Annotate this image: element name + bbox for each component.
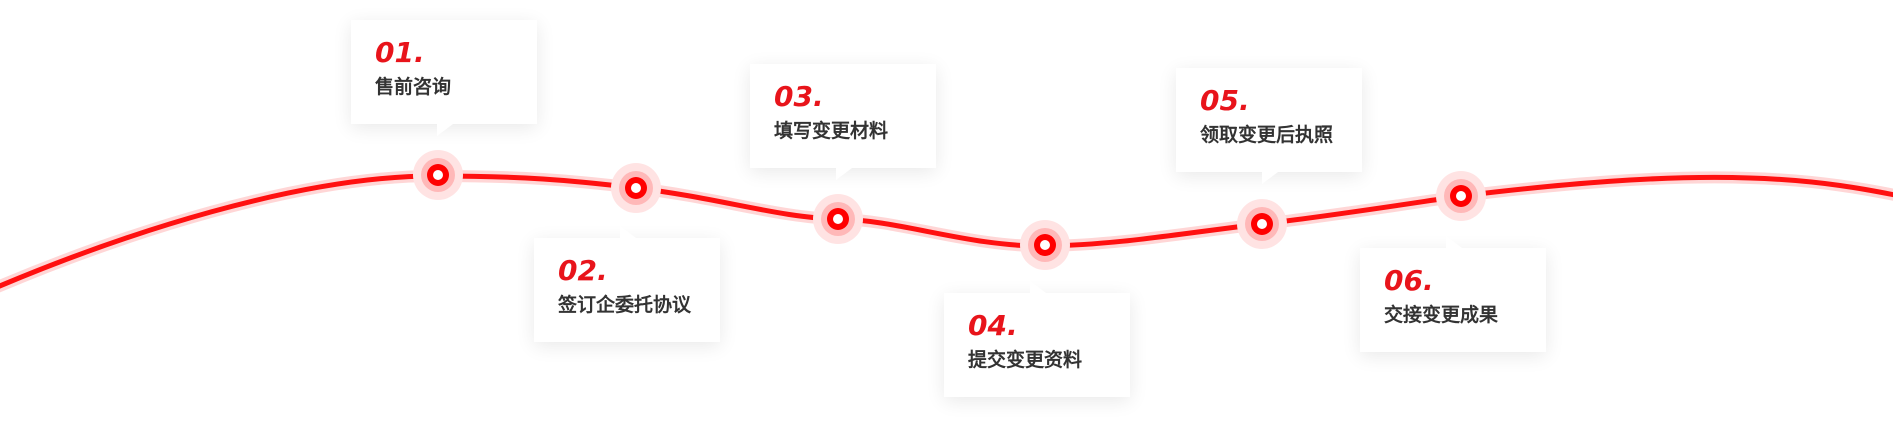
step-label: 签订企委托协议 <box>558 294 692 316</box>
step-number: 05. <box>1200 84 1250 117</box>
step-card-06: 06. 交接变更成果 <box>1360 236 1546 352</box>
step-marker-02[interactable] <box>611 163 661 213</box>
step-card-01: 01. 售前咨询 <box>351 20 537 136</box>
step-marker-03[interactable] <box>813 194 863 244</box>
step-label: 提交变更资料 <box>968 349 1083 371</box>
step-number: 04. <box>968 309 1018 342</box>
step-card-04: 04. 提交变更资料 <box>944 281 1130 397</box>
card-pointer <box>1446 236 1462 248</box>
step-number: 03. <box>774 80 824 113</box>
step-marker-04[interactable] <box>1020 220 1070 270</box>
step-number: 06. <box>1384 264 1434 297</box>
step-label: 售前咨询 <box>375 76 452 98</box>
step-marker-05[interactable] <box>1237 199 1287 249</box>
step-card-05: 05. 领取变更后执照 <box>1176 68 1362 184</box>
card-pointer <box>620 226 636 238</box>
card-pointer <box>1030 281 1046 293</box>
step-number: 02. <box>558 254 608 287</box>
step-marker-01[interactable] <box>413 150 463 200</box>
card-pointer <box>437 124 453 136</box>
step-marker-06[interactable] <box>1436 171 1486 221</box>
step-label: 领取变更后执照 <box>1200 124 1334 146</box>
step-label: 交接变更成果 <box>1384 304 1499 326</box>
step-label: 填写变更材料 <box>774 120 889 142</box>
step-number: 01. <box>375 36 425 69</box>
card-pointer <box>1262 172 1278 184</box>
card-pointer <box>836 168 852 180</box>
step-card-02: 02. 签订企委托协议 <box>534 226 720 342</box>
step-card-03: 03. 填写变更材料 <box>750 64 936 180</box>
